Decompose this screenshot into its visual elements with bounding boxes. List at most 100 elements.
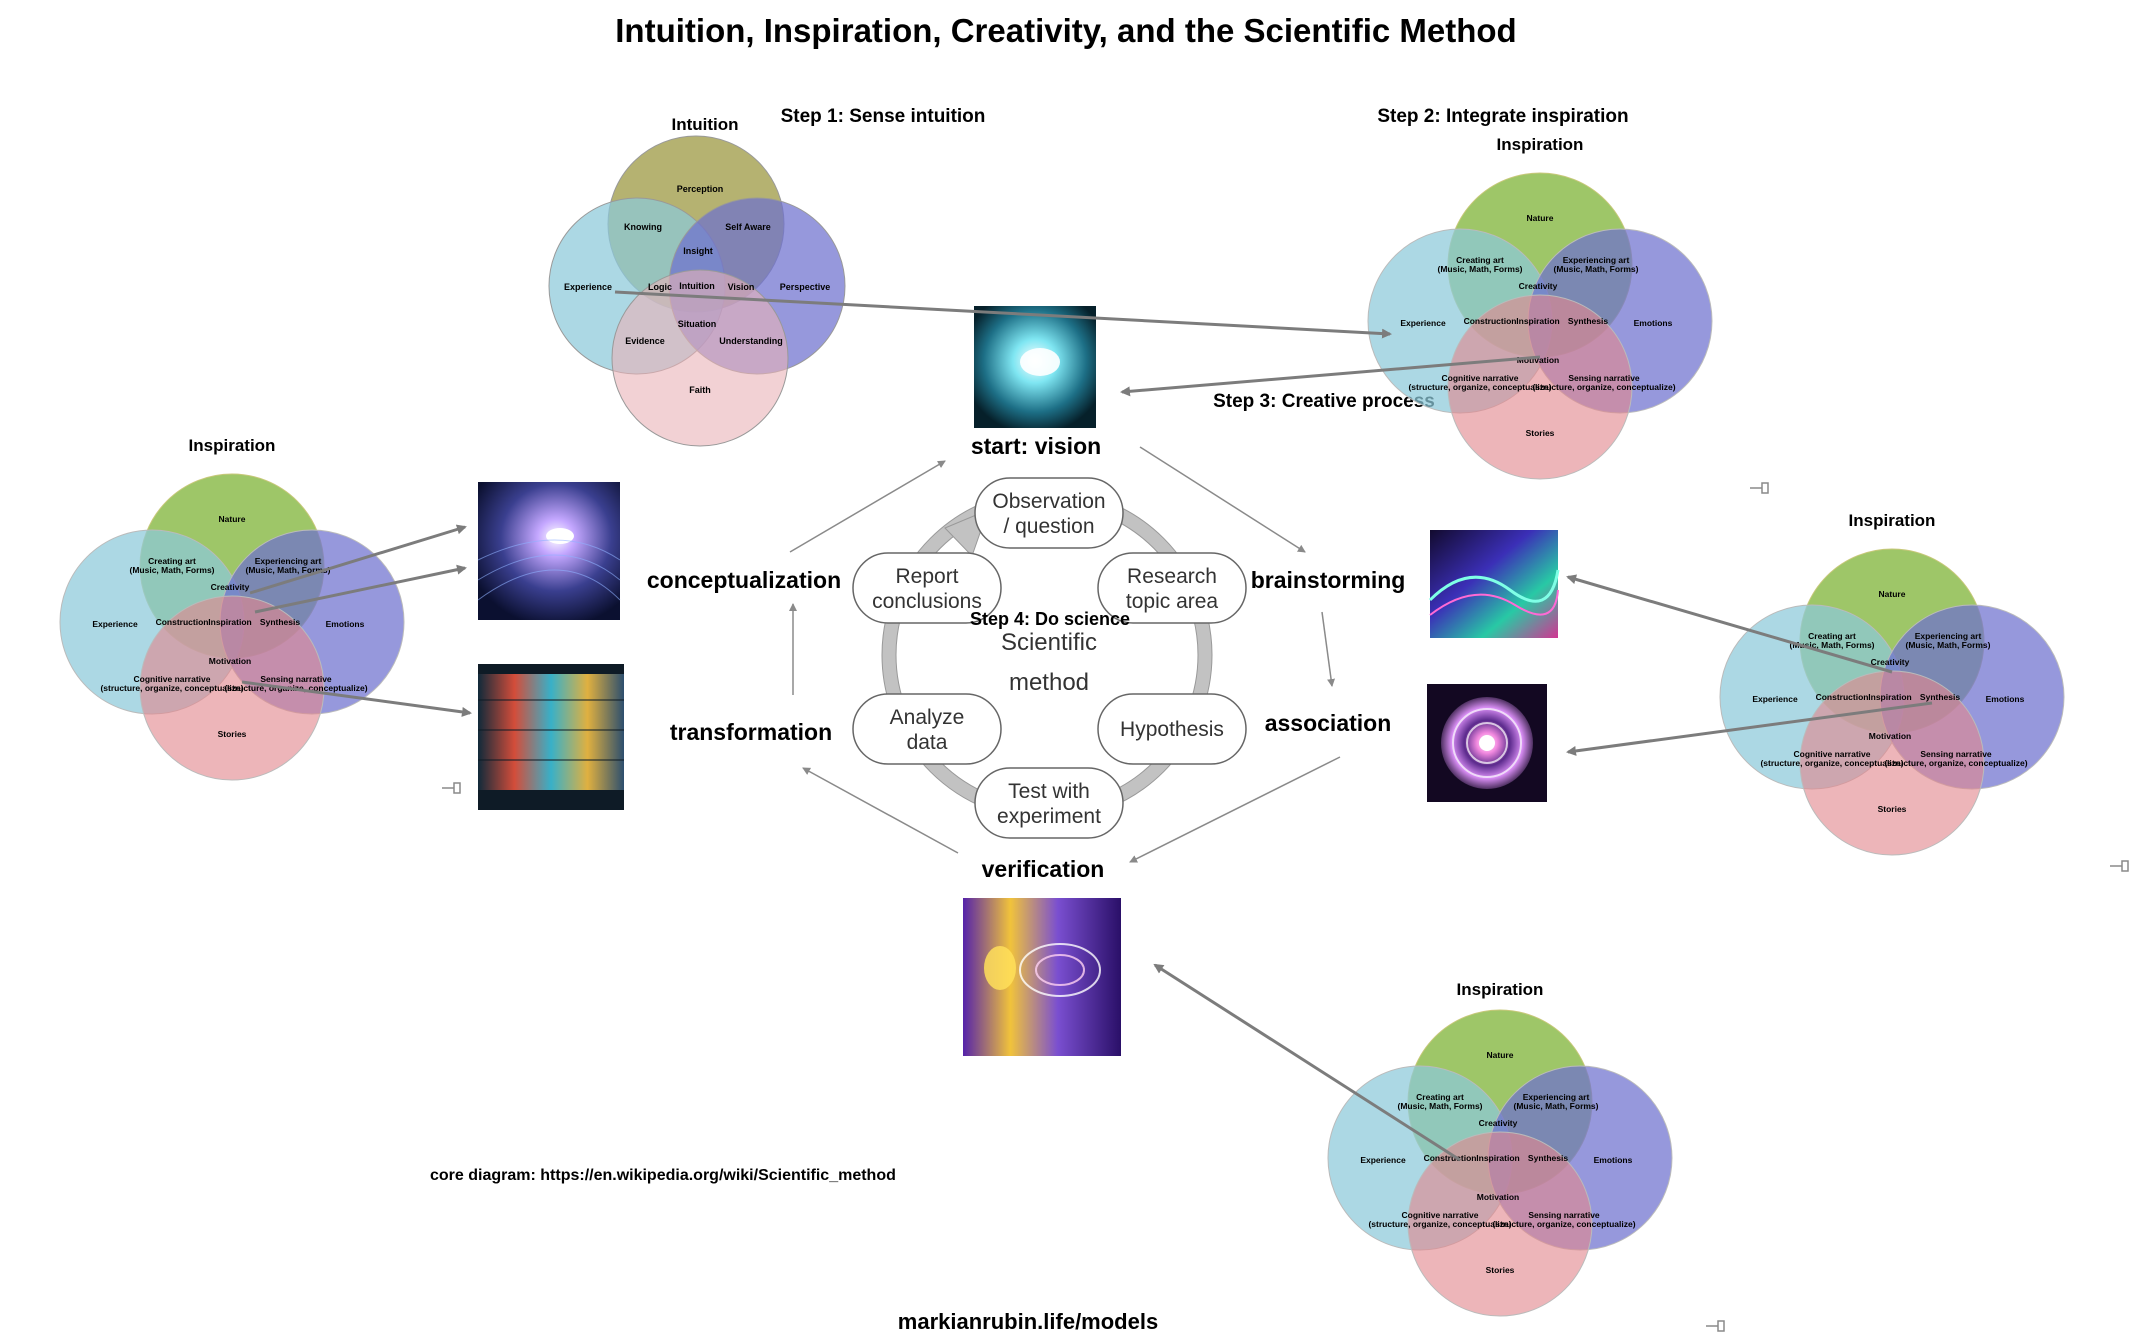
node-analyze-data: Analyze data bbox=[852, 693, 1002, 765]
resize-handle-icon bbox=[442, 482, 2129, 1332]
node-hypothesis: Hypothesis bbox=[1097, 693, 1247, 765]
venn-label: (structure, organize, conceptualize) bbox=[1368, 1219, 1511, 1229]
venn-label: Motivation bbox=[1869, 731, 1912, 741]
intuition-venn-title: Intuition bbox=[671, 115, 738, 134]
venn-label: Construction bbox=[156, 617, 209, 627]
venn-label: Motivation bbox=[209, 656, 252, 666]
venn-label: Nature bbox=[1527, 213, 1554, 223]
venn-label: Experience bbox=[1752, 694, 1798, 704]
venn-label: Logic bbox=[648, 282, 672, 292]
venn-label: Inspiration bbox=[208, 617, 251, 627]
venn-label: Creativity bbox=[1519, 281, 1558, 291]
venn-label: Creativity bbox=[211, 582, 250, 592]
inspiration-venn-title: Inspiration bbox=[1849, 511, 1936, 530]
venn-label: (Music, Math, Forms) bbox=[1513, 1101, 1598, 1111]
venn-label: Knowing bbox=[624, 222, 662, 232]
venn-label: Emotions bbox=[1634, 318, 1673, 328]
venn-label: Construction bbox=[1464, 316, 1517, 326]
inspiration-venn-title: Inspiration bbox=[1457, 980, 1544, 999]
cosmic-tunnel-image bbox=[477, 482, 621, 620]
venn-label: Faith bbox=[689, 385, 711, 395]
source-credit: core diagram: https://en.wikipedia.org/w… bbox=[430, 1167, 896, 1184]
venn-label: (Music, Math, Forms) bbox=[1437, 264, 1522, 274]
venn-label: Creativity bbox=[1871, 657, 1910, 667]
venn-label: Motivation bbox=[1477, 1192, 1520, 1202]
node-research-topic-area: Research topic area bbox=[1097, 552, 1247, 624]
venn-label: (Music, Math, Forms) bbox=[129, 565, 214, 575]
venn-label: Emotions bbox=[326, 619, 365, 629]
venn-label: (Music, Math, Forms) bbox=[1905, 640, 1990, 650]
venn-label: Cognitive narrative bbox=[1402, 1210, 1479, 1220]
venn-label: (structure, organize, conceptualize) bbox=[1760, 758, 1903, 768]
venn-label: Nature bbox=[1487, 1050, 1514, 1060]
scientific-method-title: Scientific bbox=[1001, 629, 1097, 656]
venn-label: Experiencing art bbox=[1915, 631, 1982, 641]
venn-label: Experiencing art bbox=[255, 556, 322, 566]
inspiration-venn-bottom: Inspiration Nature Creating art (Music, … bbox=[1327, 980, 1673, 1317]
step-1-label: Step 1: Sense intuition bbox=[781, 106, 986, 127]
node-label: Hypothesis bbox=[1120, 718, 1224, 741]
step-3-label: Step 3: Creative process bbox=[1213, 391, 1435, 412]
venn-label: Sensing narrative bbox=[1528, 1210, 1600, 1220]
node-test-with-experiment: Test with experiment bbox=[974, 767, 1124, 839]
venn-label: Sensing narrative bbox=[260, 674, 332, 684]
stage-conceptualization: conceptualization bbox=[647, 567, 841, 593]
node-label: Test with bbox=[1008, 780, 1090, 803]
venn-label: (structure, organize, conceptualize) bbox=[1884, 758, 2027, 768]
venn-label: Stories bbox=[1486, 1265, 1515, 1275]
node-label: Report bbox=[895, 565, 958, 588]
scientific-method-title-2: method bbox=[1009, 669, 1089, 696]
venn-label: Understanding bbox=[719, 336, 783, 346]
node-label: Research bbox=[1127, 565, 1217, 588]
venn-label: Experiencing art bbox=[1523, 1092, 1590, 1102]
node-label: topic area bbox=[1126, 590, 1219, 613]
venn-label: Inspiration bbox=[1476, 1153, 1519, 1163]
venn-label: Perception bbox=[677, 184, 724, 194]
step-2-label: Step 2: Integrate inspiration bbox=[1377, 106, 1628, 127]
venn-label: Emotions bbox=[1594, 1155, 1633, 1165]
venn-label: Synthesis bbox=[260, 617, 300, 627]
inspiration-venn-top-right: Inspiration Nature Creating art (Music, … bbox=[1367, 135, 1713, 480]
venn-label: (Music, Math, Forms) bbox=[1397, 1101, 1482, 1111]
venn-label: (structure, organize, conceptualize) bbox=[100, 683, 243, 693]
venn-label: Sensing narrative bbox=[1568, 373, 1640, 383]
node-label: data bbox=[907, 731, 948, 754]
venn-label: Intuition bbox=[679, 281, 715, 291]
node-label: experiment bbox=[997, 805, 1101, 828]
venn-label: Nature bbox=[1879, 589, 1906, 599]
stage-verification: verification bbox=[982, 856, 1105, 882]
venn-label: (Music, Math, Forms) bbox=[1553, 264, 1638, 274]
venn-label: Creating art bbox=[1808, 631, 1856, 641]
venn-label: Experience bbox=[564, 282, 612, 292]
venn-label: Cognitive narrative bbox=[1794, 749, 1871, 759]
venn-label: (structure, organize, conceptualize) bbox=[1408, 382, 1551, 392]
data-visualization-image bbox=[478, 664, 624, 810]
inspiration-venn-right: Inspiration Nature Creating art (Music, … bbox=[1719, 511, 2065, 856]
venn-label: (structure, organize, conceptualize) bbox=[1492, 1219, 1635, 1229]
venn-label: Insight bbox=[683, 246, 713, 256]
inspiration-venn-title: Inspiration bbox=[189, 436, 276, 455]
venn-label: Nature bbox=[219, 514, 246, 524]
node-label: Observation bbox=[992, 490, 1105, 513]
vision-image bbox=[974, 306, 1096, 428]
venn-label: Cognitive narrative bbox=[1442, 373, 1519, 383]
venn-label: (Music, Math, Forms) bbox=[245, 565, 330, 575]
venn-label: Inspiration bbox=[1868, 692, 1911, 702]
venn-label: Stories bbox=[218, 729, 247, 739]
venn-label: Self Aware bbox=[725, 222, 771, 232]
venn-label: Vision bbox=[728, 282, 755, 292]
venn-label: Sensing narrative bbox=[1920, 749, 1992, 759]
node-label: Analyze bbox=[890, 706, 965, 729]
venn-label: Creating art bbox=[1416, 1092, 1464, 1102]
venn-label: Construction bbox=[1424, 1153, 1477, 1163]
venn-label: Construction bbox=[1816, 692, 1869, 702]
venn-label: Experiencing art bbox=[1563, 255, 1630, 265]
concentric-circles-image bbox=[1427, 684, 1547, 802]
inspiration-venn-left: Inspiration Nature Creating art (Music, … bbox=[59, 436, 405, 781]
venn-label: Synthesis bbox=[1920, 692, 1960, 702]
venn-label: (Music, Math, Forms) bbox=[1789, 640, 1874, 650]
intuition-venn: Intuition Perception Knowing Self Aware … bbox=[548, 115, 846, 447]
venn-circle-bottom bbox=[611, 269, 789, 447]
footer-url: markianrubin.life/models bbox=[898, 1309, 1158, 1334]
